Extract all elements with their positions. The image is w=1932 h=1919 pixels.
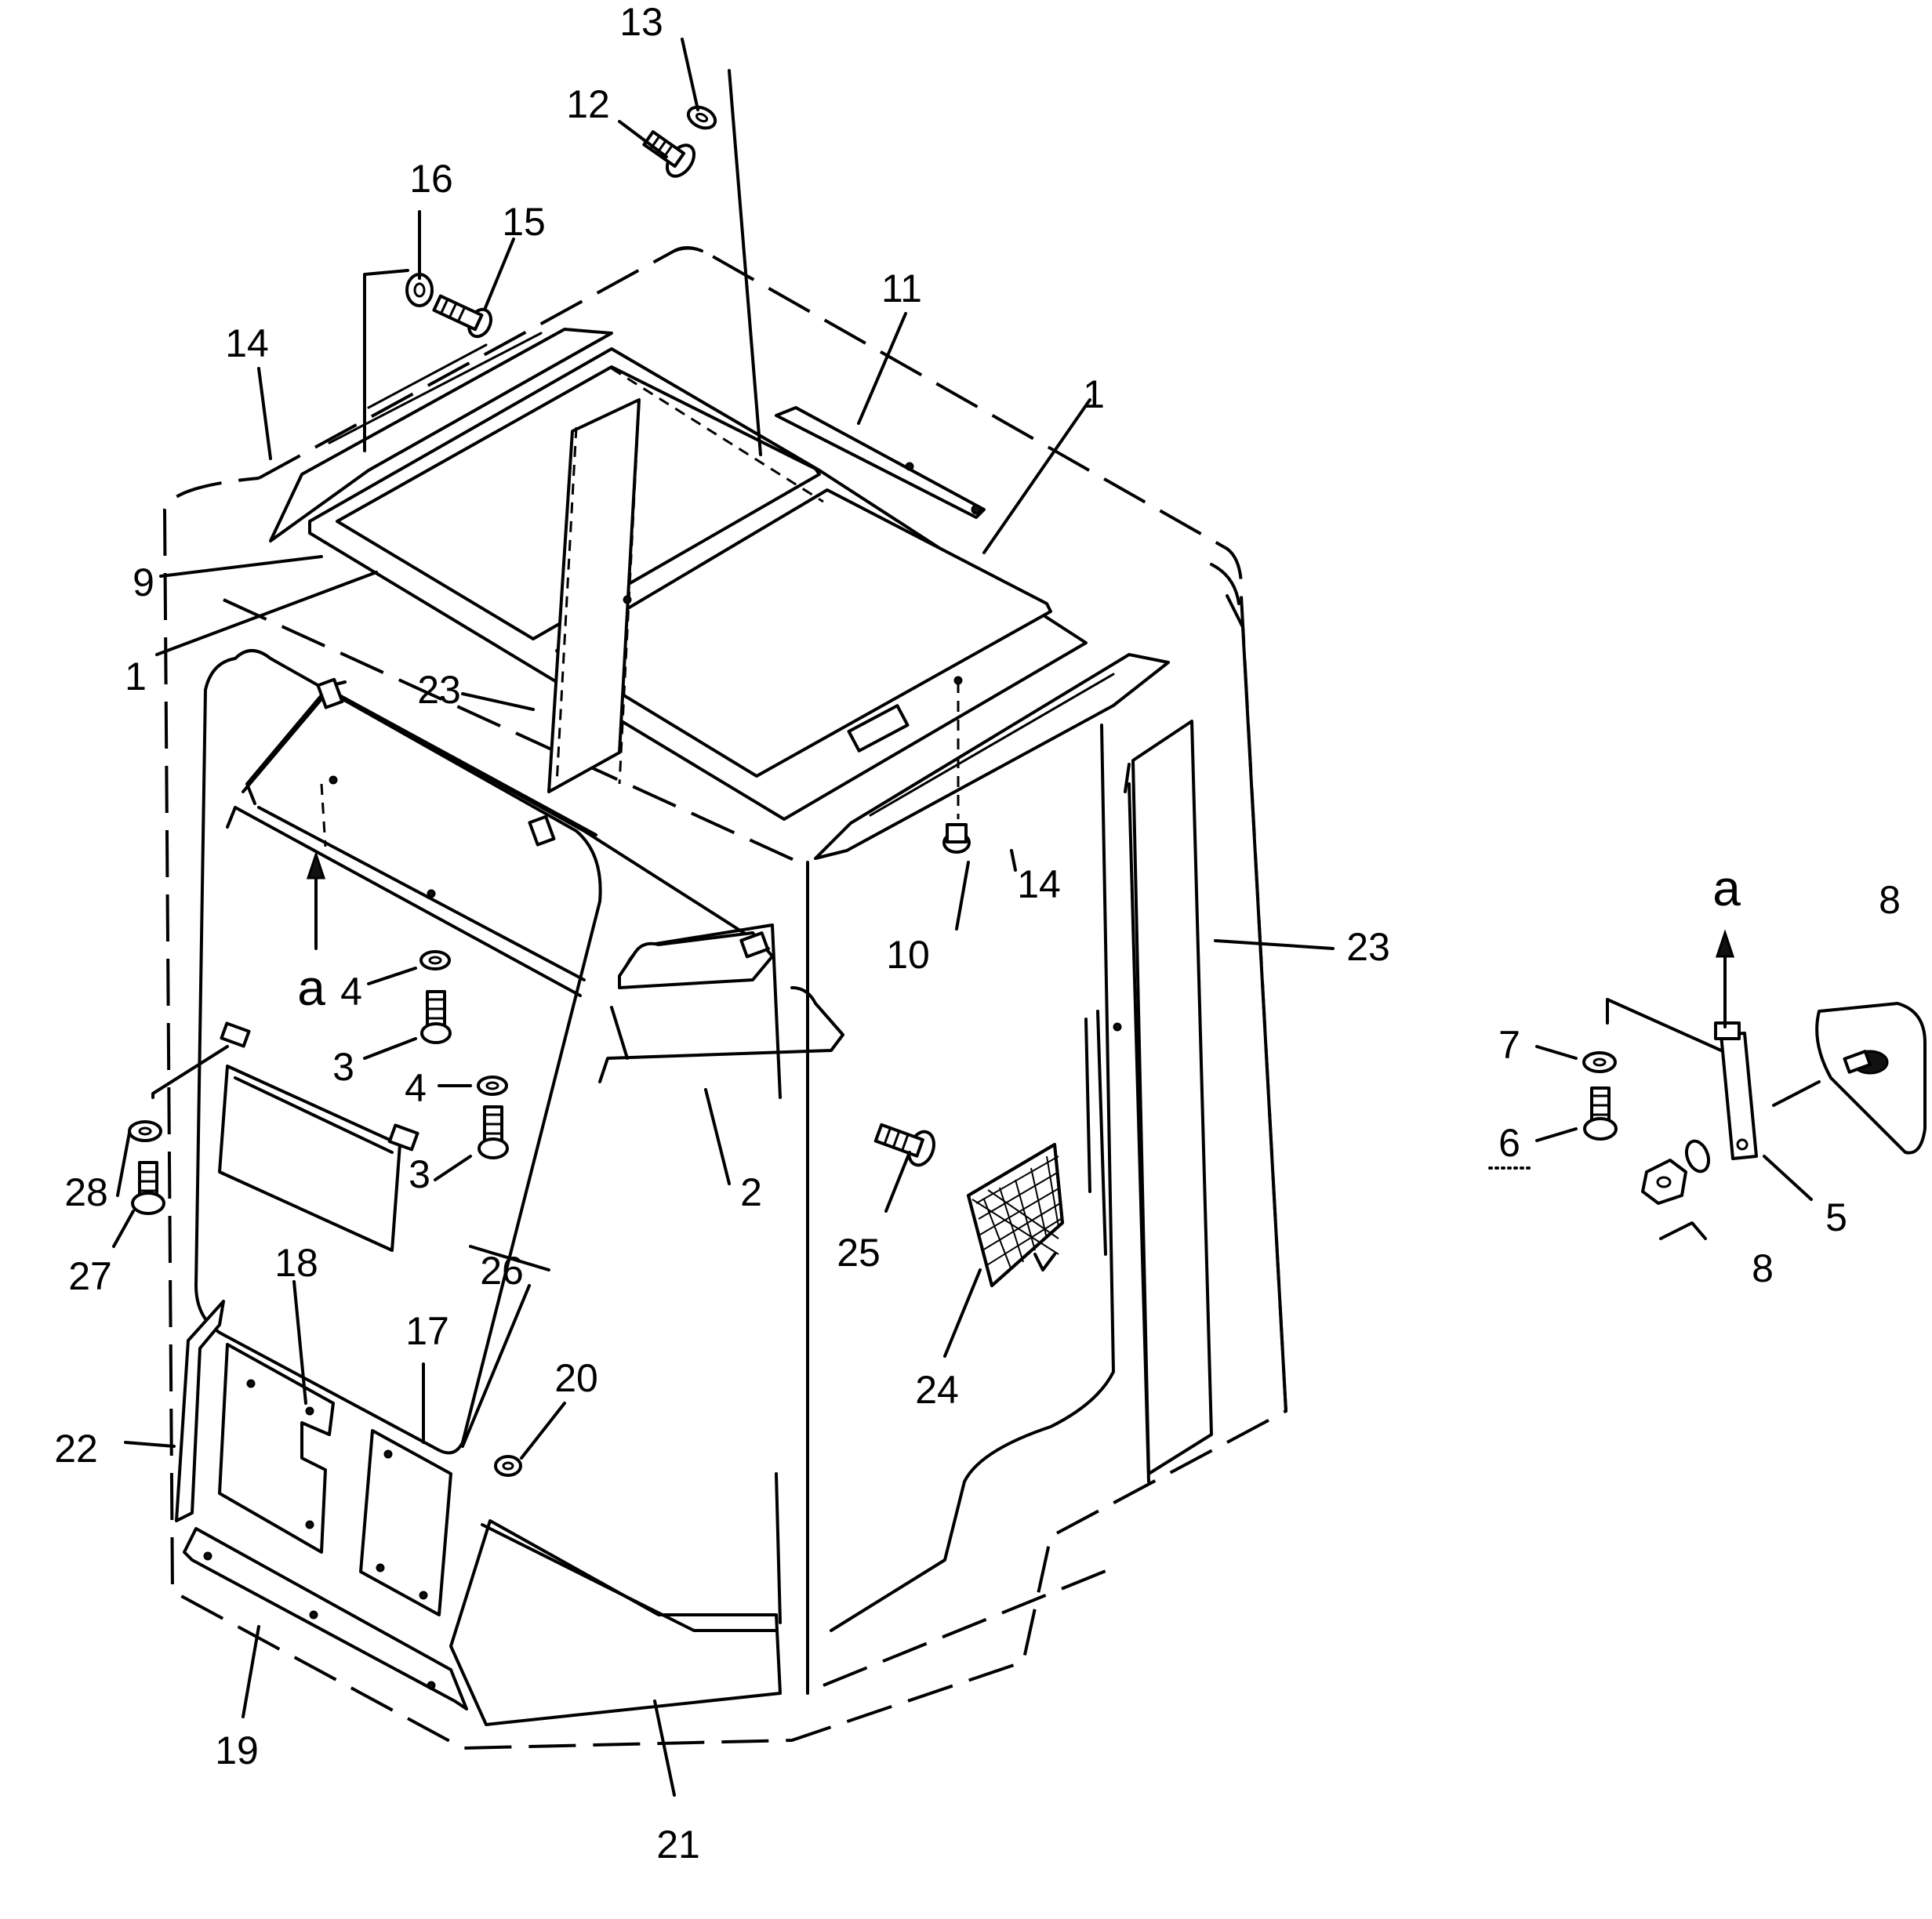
callout-4-upper: 4: [340, 970, 362, 1014]
callout-14-right: 14: [1017, 862, 1061, 906]
callout-26: 26: [480, 1249, 524, 1293]
callout-4-lower: 4: [405, 1066, 427, 1110]
callout-27: 27: [68, 1254, 112, 1298]
cab-shell-outline: [162, 246, 1288, 1750]
view-marker-a-right: a: [1712, 860, 1741, 916]
callout-labels: 13 12 16 15 14 11 1 9 1 23 14 10 23 a 4 …: [54, 0, 1901, 1866]
callout-1-right: 1: [1083, 372, 1105, 416]
callout-20: 20: [554, 1356, 598, 1400]
leader-lines: [112, 38, 1813, 1797]
callout-22: 22: [54, 1427, 98, 1471]
callout-25: 25: [837, 1231, 881, 1275]
callout-16: 16: [409, 157, 453, 201]
callout-3-upper: 3: [332, 1045, 354, 1089]
lower-front-panels: [175, 1300, 782, 1726]
callout-2: 2: [740, 1170, 762, 1214]
callout-24: 24: [915, 1368, 959, 1412]
callout-19: 19: [215, 1729, 259, 1772]
callout-21: 21: [656, 1823, 700, 1866]
callout-3-lower: 3: [409, 1152, 430, 1196]
callout-8-bottom: 8: [1752, 1246, 1774, 1290]
panel-part-26: [151, 1021, 419, 1252]
callout-8-top: 8: [1879, 878, 1901, 922]
callout-10: 10: [886, 933, 930, 977]
callout-18: 18: [274, 1241, 318, 1285]
mesh-grille-part-24: [967, 1143, 1064, 1287]
view-arrows: [306, 851, 1735, 1028]
callout-15: 15: [502, 200, 546, 244]
view-marker-a-left: a: [297, 960, 325, 1016]
callout-23-right: 23: [1346, 925, 1390, 969]
side-panels: [967, 720, 1213, 1475]
detail-view-a: [1582, 998, 1927, 1240]
roof-assembly: [269, 328, 1170, 860]
callout-9: 9: [133, 560, 154, 604]
callout-11: 11: [881, 267, 922, 310]
callout-13: 13: [619, 0, 663, 44]
front-upper-frame: [226, 677, 770, 997]
fasteners: [128, 105, 971, 1477]
front-window-frame: [194, 649, 602, 1455]
callout-6: 6: [1498, 1121, 1520, 1165]
callout-28: 28: [64, 1170, 108, 1214]
callout-7: 7: [1498, 1023, 1520, 1067]
callout-14-top: 14: [225, 321, 269, 365]
callout-1-left: 1: [125, 655, 147, 698]
callout-5: 5: [1825, 1195, 1847, 1239]
callout-17: 17: [405, 1309, 449, 1353]
console-part-2: [598, 931, 844, 1083]
callout-12: 12: [566, 82, 610, 126]
callout-23-left: 23: [417, 668, 461, 712]
